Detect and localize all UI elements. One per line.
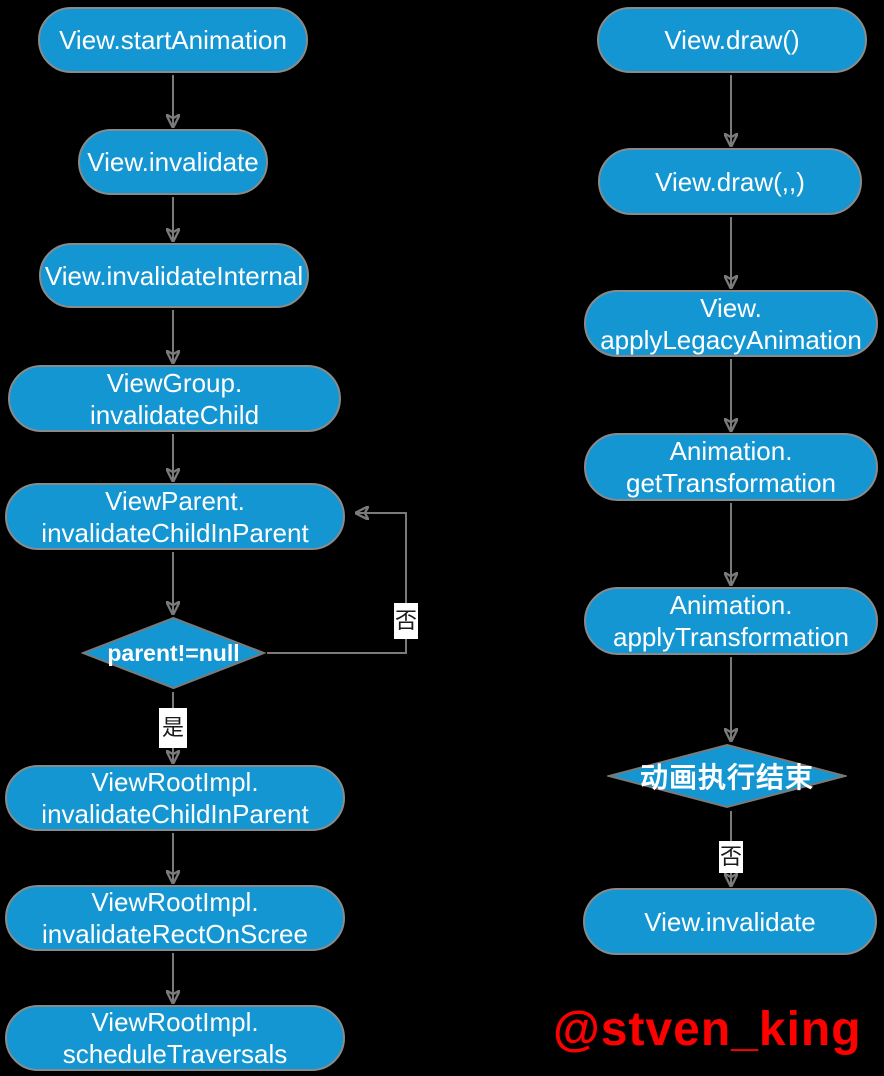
node-view-invalidateinternal: View.invalidateInternal — [39, 243, 309, 308]
decision-parent-not-null: parent!=null — [81, 616, 266, 690]
node-animation-gettransformation: Animation. getTransformation — [584, 433, 878, 501]
decision-animation-finished-label: 动画执行结束 — [639, 762, 814, 793]
watermark-text: @stven_king — [553, 1003, 862, 1056]
node-animation-applytransformation: Animation. applyTransformation — [584, 587, 878, 655]
node-view-draw-args: View.draw(,,) — [598, 148, 862, 215]
node-view-startanimation: View.startAnimation — [38, 7, 308, 73]
node-viewgroup-invalidatechild: ViewGroup. invalidateChild — [8, 365, 341, 432]
edge-label-no-right: 否 — [719, 841, 743, 873]
node-view-draw: View.draw() — [597, 7, 867, 73]
node-viewrootimpl-invalidaterectonscree: ViewRootImpl. invalidateRectOnScree — [5, 885, 345, 951]
node-view-invalidate: View.invalidate — [78, 129, 268, 195]
decision-animation-finished: 动画执行结束 — [607, 743, 847, 809]
node-viewrootimpl-scheduletraversals: ViewRootImpl. scheduleTraversals — [5, 1005, 345, 1071]
decision-parent-not-null-label: parent!=null — [107, 639, 240, 666]
node-viewrootimpl-invalidatechildinparent: ViewRootImpl. invalidateChildInParent — [5, 765, 345, 831]
edge-left-no-loop — [267, 513, 407, 654]
edge-label-no-left: 否 — [394, 603, 418, 639]
node-view-invalidate-right: View.invalidate — [583, 888, 877, 955]
node-view-applylegacyanimation: View. applyLegacyAnimation — [584, 290, 878, 357]
edge-label-yes: 是 — [159, 708, 187, 748]
node-viewparent-invalidatechildinparent: ViewParent. invalidateChildInParent — [5, 483, 345, 550]
